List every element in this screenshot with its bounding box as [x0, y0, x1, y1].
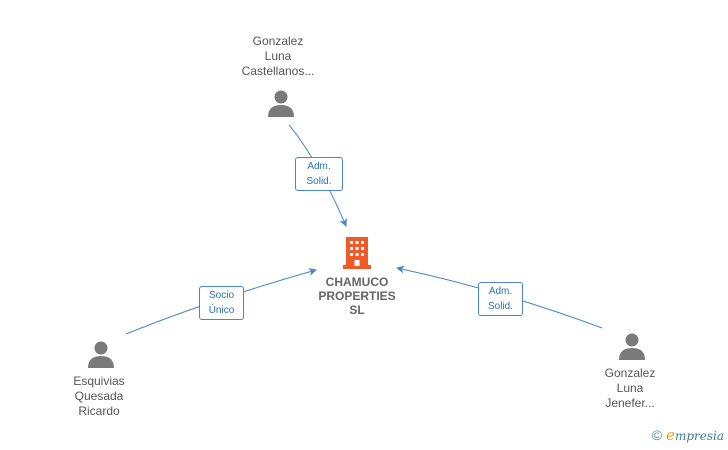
company-name[interactable]: CHAMUCO PROPERTIES SL: [318, 275, 396, 317]
person-name-p2[interactable]: Esquivias Quesada Ricardo: [73, 374, 125, 418]
person-name-p3[interactable]: Gonzalez Luna Jenefer...: [604, 366, 656, 410]
relation-label-p3: Adm. Solid.: [478, 282, 523, 316]
relation-label-p1: Adm. Solid.: [295, 157, 343, 191]
person-name-p1[interactable]: Gonzalez Luna Castellanos...: [241, 34, 315, 78]
person-icon[interactable]: [617, 331, 647, 361]
brand-initial: e: [666, 426, 675, 444]
brand-text: mpresia: [674, 429, 724, 443]
brand-footer: © empresia: [652, 426, 724, 444]
brand-logo[interactable]: empresia: [666, 426, 724, 444]
person-icon[interactable]: [86, 339, 116, 369]
building-icon[interactable]: [341, 235, 373, 271]
person-icon[interactable]: [266, 88, 296, 118]
copyright-icon: ©: [651, 427, 663, 443]
relation-label-p2: Socio Único: [199, 286, 244, 320]
